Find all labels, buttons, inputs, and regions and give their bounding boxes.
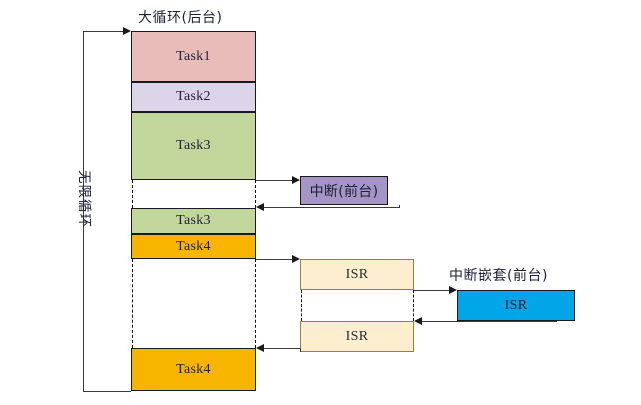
arrow-to-interrupt-head [292, 175, 300, 184]
arrow-to-nested-isr-head [449, 285, 457, 294]
interrupt-box-foreground: 中断(前台) [300, 176, 388, 205]
label-infinite-loop: 无限循环 [76, 170, 92, 228]
isr-box-label: ISR [345, 328, 369, 344]
suspend-dash-left-lower [131, 259, 133, 348]
arrow-return-from-interrupt-drop [399, 205, 400, 207]
task-box-label: Task4 [176, 238, 211, 254]
arrow-to-isr-upper-head [292, 254, 300, 263]
arrow-return-from-nested-isr-head [414, 316, 422, 325]
isr-box-nested: ISR [457, 290, 575, 321]
loop-bracket-bottom [83, 391, 131, 392]
suspend-dash-left-upper [131, 180, 133, 208]
task-box-task3-resumed: Task3 [131, 208, 256, 234]
isr-suspend-dash-left [301, 290, 302, 321]
task-box-label: Task2 [176, 89, 211, 104]
interrupt-box-label: 中断(前台) [309, 183, 379, 200]
title-background-loop: 大循环(后台) [138, 10, 223, 26]
task-box-label: Task3 [176, 213, 211, 228]
arrow-to-isr-upper-line [256, 259, 294, 260]
task-box-task4-first: Task4 [131, 234, 256, 259]
label-nested-interrupt: 中断嵌套(前台) [449, 268, 548, 284]
isr-box-label: ISR [504, 297, 528, 313]
task-box-task3-first: Task3 [131, 112, 256, 180]
arrow-return-from-nested-isr-line [421, 321, 557, 322]
loop-bracket-left [83, 31, 84, 391]
isr-suspend-dash-right [413, 290, 414, 321]
task-box-label: Task1 [176, 48, 211, 64]
arrow-to-interrupt-line [256, 180, 294, 181]
arrow-return-from-interrupt-line [263, 207, 400, 208]
isr-box-label: ISR [345, 266, 369, 282]
loop-bracket-top [83, 31, 125, 32]
arrow-return-to-task4-head [256, 343, 264, 352]
isr-box-upper: ISR [300, 259, 414, 290]
arrow-return-from-interrupt-head [256, 202, 264, 211]
suspend-dash-right-lower [255, 259, 256, 348]
task-box-task2: Task2 [131, 82, 256, 112]
suspend-dash-right-upper [255, 180, 256, 208]
task-box-task4-resumed: Task4 [131, 348, 256, 391]
task-box-task1: Task1 [131, 31, 256, 82]
arrow-to-nested-isr-line [414, 290, 451, 291]
loop-bracket-top-arrowhead [123, 26, 131, 35]
isr-box-lower: ISR [300, 321, 414, 352]
arrow-return-to-task4-drop [299, 348, 301, 352]
task-box-label: Task4 [176, 361, 211, 377]
task-box-label: Task3 [176, 138, 211, 153]
arrow-return-to-task4-line [263, 348, 300, 349]
